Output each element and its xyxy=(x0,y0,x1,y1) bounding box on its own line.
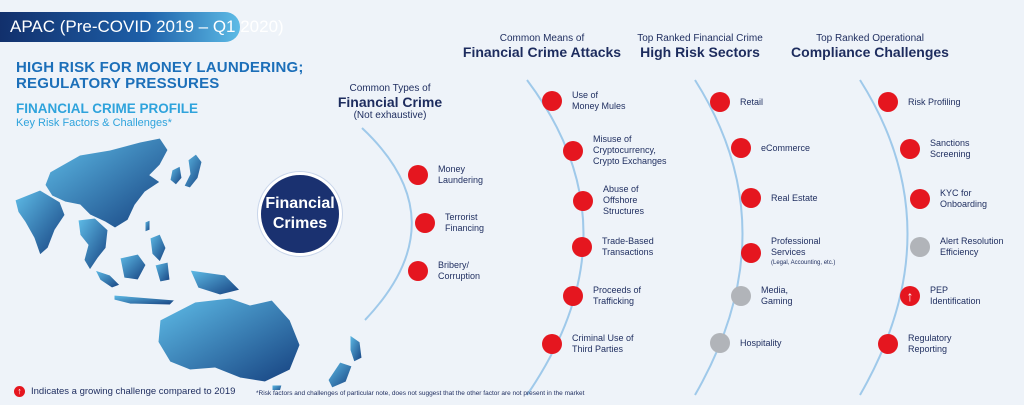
sectors-header: Top Ranked Financial Crime High Risk Sec… xyxy=(620,33,780,60)
item-label: Alert Resolution Efficiency xyxy=(940,236,1004,257)
profile-subtitle: Key Risk Factors & Challenges* xyxy=(16,117,172,129)
means-header: Common Means of Financial Crime Attacks xyxy=(452,33,632,60)
sectors-item: Hospitality xyxy=(710,333,782,353)
compliance-item: KYC for Onboarding xyxy=(910,188,987,210)
compliance-item: Alert Resolution Efficiency xyxy=(910,236,1004,258)
item-label: Money Laundering xyxy=(438,164,484,185)
compliance-item: PEP Identification xyxy=(900,285,981,307)
compliance-item: Risk Profiling xyxy=(878,92,961,112)
status-dot xyxy=(878,334,898,354)
item-label: Abuse of Offshore Structures xyxy=(603,184,645,216)
compliance-item: Regulatory Reporting xyxy=(878,333,952,355)
headline: HIGH RISK FOR MONEY LAUNDERING; REGULATO… xyxy=(16,60,304,92)
item-label: Criminal Use of Third Parties xyxy=(572,333,634,354)
item-label: Real Estate xyxy=(771,192,818,203)
item-label: Proceeds of Trafficking xyxy=(593,285,642,306)
center-label-line-1: Financial xyxy=(265,195,335,212)
center-label-line-2: Crimes xyxy=(272,215,328,232)
status-dot xyxy=(710,92,730,112)
title-badge: APAC (Pre-COVID 2019 – Q1 2020) xyxy=(0,12,284,42)
item-label: Regulatory Reporting xyxy=(908,333,952,354)
item-label: Use of Money Mules xyxy=(572,90,626,111)
status-dot xyxy=(542,334,562,354)
sectors-item: Media, Gaming xyxy=(731,285,793,307)
compliance-header-small: Top Ranked Operational xyxy=(816,33,924,44)
headline-line-2: REGULATORY PRESSURES xyxy=(16,75,220,92)
item-label: KYC for Onboarding xyxy=(940,188,988,209)
item-label-sub: (Legal, Accounting, etc.) xyxy=(771,260,836,266)
status-dot xyxy=(910,189,930,209)
status-dot xyxy=(563,140,583,161)
compliance-header: Top Ranked Operational Compliance Challe… xyxy=(790,33,950,60)
status-dot xyxy=(415,213,435,233)
status-dot xyxy=(741,242,761,263)
sectors-header-small: Top Ranked Financial Crime xyxy=(637,33,763,44)
types-header: Common Types of Financial Crime (Not exh… xyxy=(330,83,450,121)
growing-arrow-icon xyxy=(900,286,920,306)
item-label: Terrorist Financing xyxy=(445,212,485,233)
status-dot xyxy=(542,91,562,111)
item-label: Retail xyxy=(740,96,764,107)
status-dot xyxy=(563,286,583,306)
types-header-note: (Not exhaustive) xyxy=(353,110,427,121)
item-label: Risk Profiling xyxy=(908,96,961,107)
status-dot xyxy=(572,237,592,257)
status-dot xyxy=(710,333,730,353)
compliance-item: Sanctions Screening xyxy=(900,138,971,160)
means-item: Misuse of Cryptocurrency, Crypto Exchang… xyxy=(563,134,667,167)
status-dot xyxy=(878,92,898,112)
types-item: Bribery/ Corruption xyxy=(408,260,480,282)
sectors-item: Real Estate xyxy=(741,188,818,208)
status-dot xyxy=(910,237,930,257)
arc-types xyxy=(361,127,413,321)
sectors-item: Retail xyxy=(710,92,763,112)
types-header-small: Common Types of xyxy=(349,83,431,94)
item-label: Hospitality xyxy=(740,337,782,348)
types-header-large: Financial Crime xyxy=(337,94,443,110)
means-item: Use of Money Mules xyxy=(542,90,626,112)
status-dot xyxy=(731,138,751,158)
footnote: *Risk factors and challenges of particul… xyxy=(256,390,585,397)
status-dot xyxy=(741,188,761,208)
means-item: Proceeds of Trafficking xyxy=(563,285,641,307)
item-label-main: Professional Services xyxy=(771,236,821,257)
headline-line-1: HIGH RISK FOR MONEY LAUNDERING; xyxy=(16,59,304,76)
types-item: Terrorist Financing xyxy=(415,212,484,234)
types-item: Money Laundering xyxy=(408,164,483,186)
status-dot xyxy=(573,190,593,211)
item-label: Media, Gaming xyxy=(761,285,793,306)
item-label: Trade-Based Transactions xyxy=(602,236,654,257)
means-header-small: Common Means of xyxy=(499,33,585,44)
item-label: Misuse of Cryptocurrency, Crypto Exchang… xyxy=(593,134,667,166)
sectors-header-large: High Risk Sectors xyxy=(640,44,760,60)
legend: ↑ Indicates a growing challenge compared… xyxy=(14,386,235,397)
profile-title: FINANCIAL CRIME PROFILE xyxy=(16,101,198,116)
financial-crimes-circle: Financial Crimes xyxy=(258,172,342,256)
status-dot xyxy=(408,165,428,185)
means-item: Abuse of Offshore Structures xyxy=(573,184,644,217)
status-dot xyxy=(900,139,920,159)
item-label: Sanctions Screening xyxy=(930,138,971,159)
means-item: Trade-Based Transactions xyxy=(572,236,654,258)
item-label: Professional Services (Legal, Accounting,… xyxy=(771,236,835,269)
item-label: eCommerce xyxy=(761,142,811,153)
sectors-item: eCommerce xyxy=(731,138,810,158)
apac-map xyxy=(14,137,363,390)
item-label: PEP Identification xyxy=(930,285,981,306)
growing-arrow-icon: ↑ xyxy=(14,386,25,397)
sectors-item: Professional Services (Legal, Accounting,… xyxy=(741,236,835,269)
item-label: Bribery/ Corruption xyxy=(438,260,481,281)
legend-text: Indicates a growing challenge compared t… xyxy=(31,386,236,397)
compliance-header-large: Compliance Challenges xyxy=(791,44,949,60)
means-item: Criminal Use of Third Parties xyxy=(542,333,634,355)
status-dot xyxy=(731,286,751,306)
means-header-large: Financial Crime Attacks xyxy=(462,44,622,60)
status-dot xyxy=(408,261,428,281)
